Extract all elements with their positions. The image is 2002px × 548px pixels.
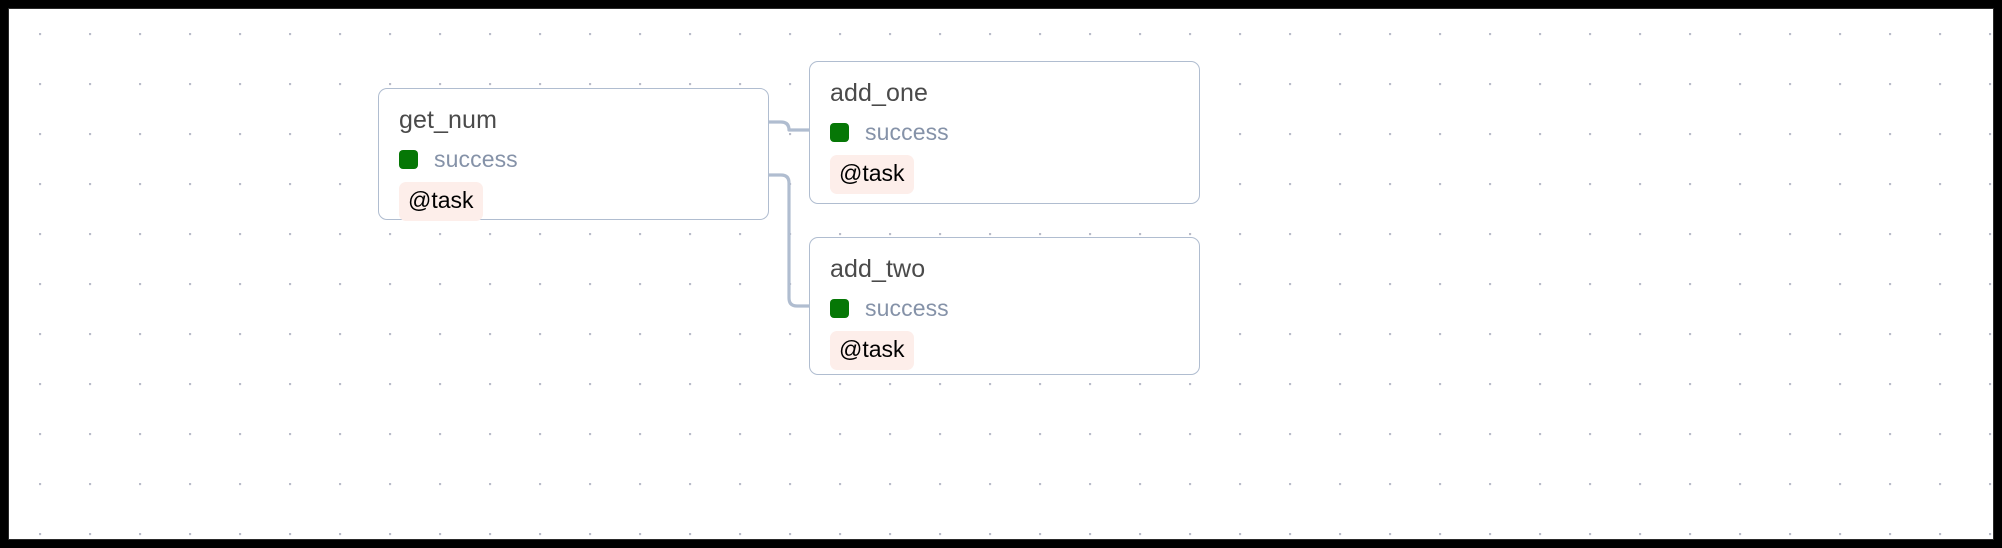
status-square-icon (399, 150, 418, 169)
node-status-label: success (434, 146, 518, 172)
node-tag-badge[interactable]: @task (399, 181, 483, 221)
node-add_two[interactable]: add_two success @task (809, 237, 1200, 375)
status-square-icon (830, 299, 849, 318)
node-get_num[interactable]: get_num success @task (378, 88, 769, 221)
node-add_one[interactable]: add_one success @task (809, 61, 1200, 204)
node-status-row: success (830, 119, 1179, 146)
node-status-label: success (865, 119, 949, 145)
graph-canvas[interactable]: get_num success @task add_one success @t… (8, 8, 1994, 540)
node-status-label: success (865, 295, 949, 321)
node-tag-list: @task (830, 154, 1179, 194)
node-tag-badge[interactable]: @task (830, 330, 914, 370)
node-tag-list: @task (399, 181, 748, 221)
node-status-row: success (830, 295, 1179, 322)
status-square-icon (830, 123, 849, 142)
node-status-row: success (399, 146, 748, 173)
node-tag-list: @task (830, 330, 1179, 370)
node-tag-badge[interactable]: @task (830, 154, 914, 194)
node-title: get_num (399, 106, 497, 134)
node-title: add_two (830, 255, 926, 283)
node-title: add_one (830, 79, 929, 107)
